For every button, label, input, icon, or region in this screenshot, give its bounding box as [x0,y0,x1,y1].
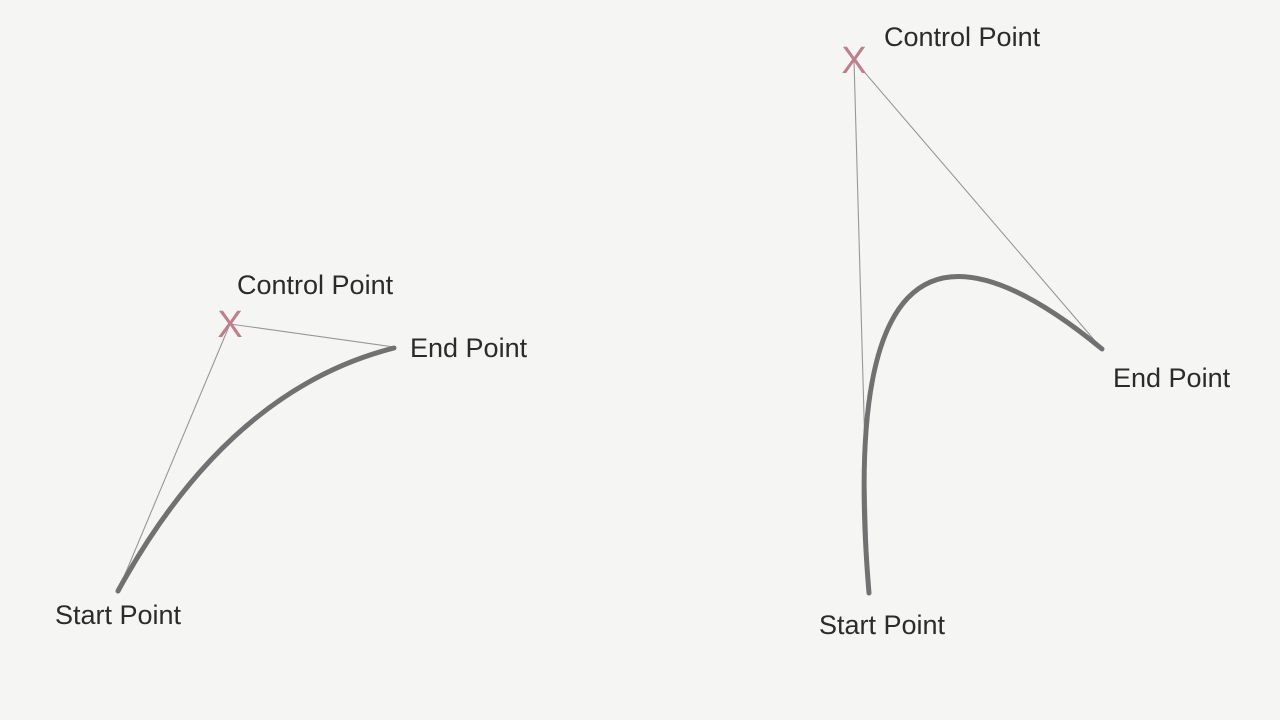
guide-line-control-to-end [853,59,1103,350]
bezier-curve [861,274,1105,596]
end-point-label: End Point [1113,363,1231,393]
bezier-curve [115,345,397,594]
start-point-label: Start Point [819,610,946,640]
control-point-label: Control Point [237,270,394,300]
control-point-label: Control Point [884,22,1041,52]
control-point-x-marker: X [217,304,242,346]
start-point-label: Start Point [55,600,182,630]
control-point-x-marker: X [841,40,866,82]
end-point-label: End Point [410,333,528,363]
bezier-diagram-left: X Control Point End Point Start Point [55,270,528,630]
bezier-diagram-right: X Control Point End Point Start Point [819,22,1231,640]
guide-line-start-to-control [117,323,231,592]
guide-line-control-to-end [229,323,395,348]
